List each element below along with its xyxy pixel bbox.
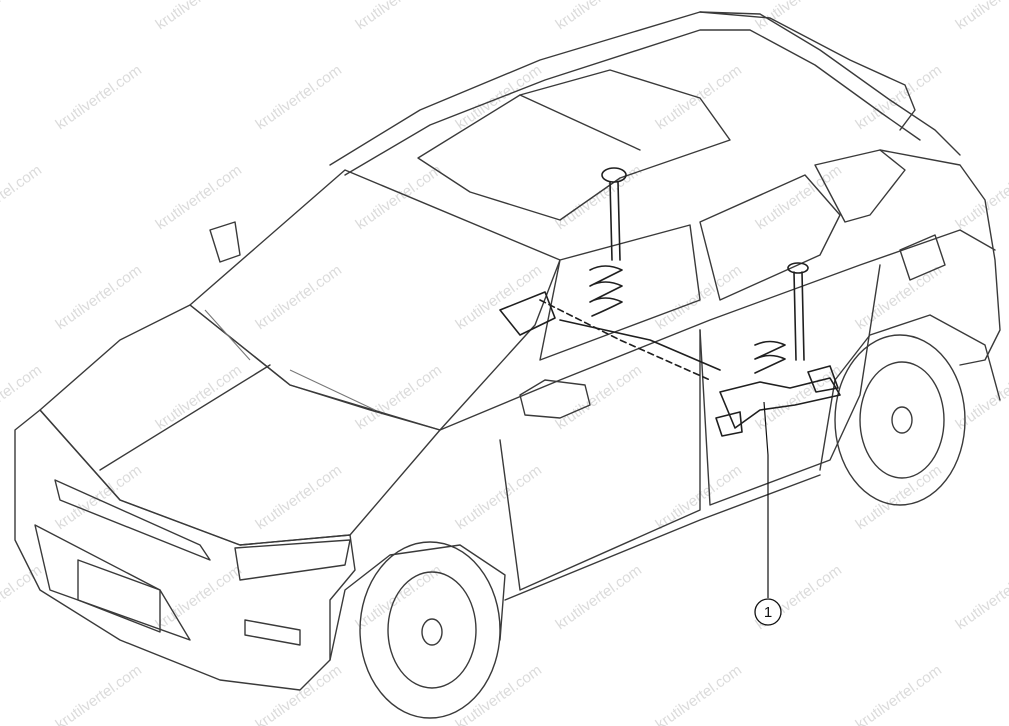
watermark-text: krutilvertel.com <box>853 462 945 534</box>
roof-spoiler <box>699 11 916 131</box>
watermark-text: krutilvertel.com <box>553 562 645 634</box>
front-coil-spring <box>589 265 623 317</box>
watermark-text: krutilvertel.com <box>953 362 1009 434</box>
rear-hub-left <box>715 411 743 437</box>
watermark-text: krutilvertel.com <box>153 562 245 634</box>
watermark-text: krutilvertel.com <box>553 362 645 434</box>
watermark-text: krutilvertel.com <box>153 162 245 234</box>
rear-hub-right <box>807 365 839 393</box>
headlight <box>234 539 351 581</box>
watermark-text: krutilvertel.com <box>53 462 145 534</box>
watermark-text: krutilvertel.com <box>353 162 445 234</box>
roof-inner-line <box>344 29 921 176</box>
watermark-text: krutilvertel.com <box>453 662 545 726</box>
rear-shock-top-mount <box>787 262 809 274</box>
front-wheel-arch <box>329 544 506 661</box>
front-strut-rod <box>609 181 621 261</box>
callout-number: 1 <box>764 604 772 621</box>
callout-1: 1 <box>754 401 782 626</box>
sill-line <box>504 474 821 601</box>
watermark-text: krutilvertel.com <box>153 0 245 33</box>
front-wheel-hub <box>421 618 443 646</box>
wipers <box>204 309 376 411</box>
watermark-text: krutilvertel.com <box>953 0 1009 33</box>
watermark-text: krutilvertel.com <box>853 62 945 134</box>
sunroof <box>417 69 731 221</box>
hood <box>39 304 441 546</box>
watermark-text: krutilvertel.com <box>253 62 345 134</box>
car-body <box>14 11 1001 719</box>
watermark-text: krutilvertel.com <box>653 262 745 334</box>
watermark-text: krutilvertel.com <box>453 462 545 534</box>
watermark-text: krutilvertel.com <box>853 662 945 726</box>
rear-wheel-rim <box>859 361 945 479</box>
watermark-text: krutilvertel.com <box>553 0 645 33</box>
watermark-text: krutilvertel.com <box>0 362 45 434</box>
callout-circle <box>754 598 782 626</box>
hood-crease <box>99 364 271 471</box>
front-knuckle <box>499 291 556 336</box>
roof-outline <box>329 11 961 166</box>
side-window-quarter <box>814 149 906 223</box>
watermark-text: krutilvertel.com <box>953 162 1009 234</box>
rear-quarter <box>879 149 1001 366</box>
watermark-text: krutilvertel.com <box>753 162 845 234</box>
rear-wheel-hub <box>891 406 913 434</box>
rear-shock-body <box>793 271 805 361</box>
sunroof-divider <box>519 94 641 151</box>
watermark-text: krutilvertel.com <box>0 562 45 634</box>
side-window-rear <box>699 174 841 301</box>
side-mirror-right <box>519 379 591 419</box>
front-fascia <box>14 409 356 691</box>
grille-upper <box>54 479 211 561</box>
rear-wheel-arch <box>819 314 1001 471</box>
front-wheel-rim <box>387 571 477 689</box>
watermark-text: krutilvertel.com <box>0 0 45 33</box>
watermark-text: krutilvertel.com <box>753 0 845 33</box>
front-wheel-tire <box>359 541 501 719</box>
watermark-text: krutilvertel.com <box>953 562 1009 634</box>
license-plate <box>77 559 161 633</box>
watermark-text: krutilvertel.com <box>53 62 145 134</box>
door-rear <box>699 264 881 506</box>
watermark-text: krutilvertel.com <box>353 362 445 434</box>
watermark-text: krutilvertel.com <box>253 662 345 726</box>
rear-coil-spring <box>754 340 786 374</box>
watermark-text: krutilvertel.com <box>253 262 345 334</box>
front-axle-dash <box>539 299 711 381</box>
front-subframe-link <box>559 319 721 371</box>
watermark-text: krutilvertel.com <box>53 262 145 334</box>
belt-line <box>439 229 996 431</box>
fuel-door <box>899 234 946 281</box>
wiper-right <box>289 369 376 411</box>
grille-lower <box>34 524 191 641</box>
watermark-text: krutilvertel.com <box>353 0 445 33</box>
watermark-text: krutilvertel.com <box>0 162 45 234</box>
rear-wheel-tire <box>834 334 966 506</box>
watermark-text: krutilvertel.com <box>53 662 145 726</box>
front-strut-top-mount <box>601 167 627 183</box>
suspension-components <box>499 167 841 437</box>
callout-leader <box>763 401 769 598</box>
rear-twist-beam <box>719 377 841 429</box>
watermark-text: krutilvertel.com <box>853 262 945 334</box>
side-window-front <box>539 224 701 361</box>
watermark-text: krutilvertel.com <box>553 162 645 234</box>
wiper-left <box>204 309 251 361</box>
fog-light <box>244 619 301 646</box>
door-front <box>499 329 701 591</box>
watermark-text: krutilvertel.com <box>153 362 245 434</box>
watermark-text: krutilvertel.com <box>653 662 745 726</box>
side-mirror-left <box>209 221 241 263</box>
watermark-text: krutilvertel.com <box>253 462 345 534</box>
